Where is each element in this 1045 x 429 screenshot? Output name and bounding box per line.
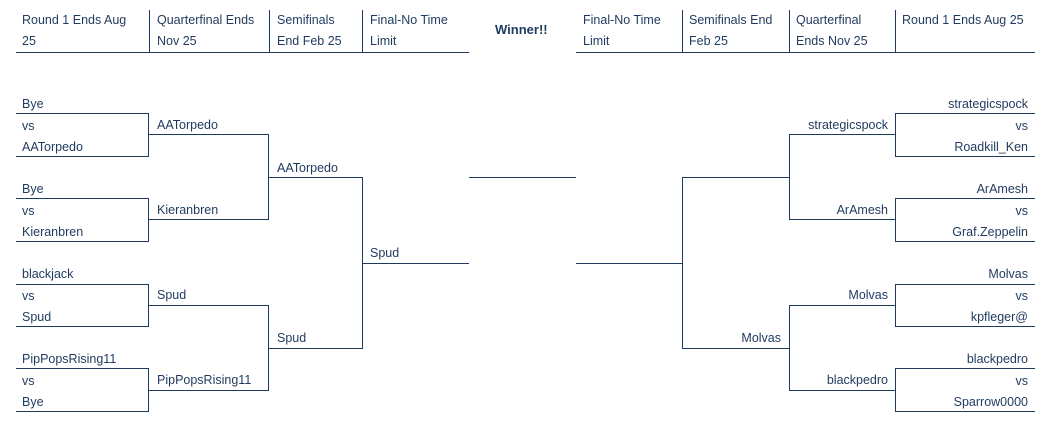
- bracket-connector: [148, 368, 149, 412]
- bracket-line: [895, 368, 1035, 369]
- left-r1-m3-top: blackjack: [22, 267, 74, 281]
- winner-line: [469, 177, 576, 178]
- bracket-connector: [148, 284, 149, 327]
- bracket-line: [789, 134, 895, 135]
- left-qf-1: AATorpedo: [157, 118, 218, 132]
- left-qf-4: PipPopsRising11: [157, 373, 252, 387]
- bracket-line: [895, 241, 1035, 242]
- left-r1-m3-bottom: Spud: [22, 310, 52, 324]
- header-left-semifinal: Semifinals End Feb 25: [277, 13, 342, 48]
- bracket-line: [789, 219, 895, 220]
- bracket-connector: [268, 134, 269, 220]
- left-sf-2: Spud: [277, 331, 307, 345]
- header-right-semifinal: Semifinals End Feb 25: [689, 13, 773, 48]
- header-right-round1: Round 1 Ends Aug 25: [902, 13, 1024, 27]
- header-separator: [895, 10, 896, 52]
- right-r1-m4-vs: vs: [1015, 374, 1029, 388]
- bracket-line: [682, 177, 789, 178]
- header-right-quarterfinal: Quarterfinal Ends Nov 25: [796, 13, 868, 48]
- bracket-line: [269, 348, 363, 349]
- left-r1-m3-vs: vs: [22, 289, 35, 303]
- bracket-line: [789, 305, 895, 306]
- left-sf-1: AATorpedo: [277, 161, 338, 175]
- left-r1-m4-bottom: Bye: [22, 395, 44, 409]
- bracket-line: [895, 284, 1035, 285]
- header-separator: [789, 10, 790, 52]
- bracket-line: [16, 113, 149, 114]
- left-final: Spud: [370, 246, 400, 260]
- bracket-line: [16, 368, 149, 369]
- header-separator: [682, 10, 683, 52]
- right-qf-1: strategicspock: [808, 118, 888, 132]
- header-separator: [269, 10, 270, 52]
- bracket-connector: [148, 198, 149, 242]
- bracket-connector: [895, 198, 896, 242]
- bracket-connector: [895, 368, 896, 412]
- left-r1-m1-top: Bye: [22, 97, 44, 111]
- bracket-line: [576, 263, 682, 264]
- bracket-line: [16, 284, 149, 285]
- header-left-quarterfinal: Quarterfinal Ends Nov 25: [157, 13, 255, 48]
- header-right-underline: [576, 52, 1035, 53]
- right-r1-m2-top: ArAmesh: [976, 182, 1028, 196]
- bracket-line: [895, 326, 1035, 327]
- bracket-line: [16, 241, 149, 242]
- left-qf-3: Spud: [157, 288, 187, 302]
- bracket-line: [895, 411, 1035, 412]
- bracket-line: [149, 390, 269, 391]
- header-separator: [149, 10, 150, 52]
- bracket-connector: [362, 177, 363, 349]
- left-r1-m2-bottom: Kieranbren: [22, 225, 84, 239]
- right-qf-3: Molvas: [848, 288, 888, 302]
- right-r1-m1-top: strategicspock: [948, 97, 1028, 111]
- bracket-connector: [682, 177, 683, 349]
- bracket-line: [895, 156, 1035, 157]
- right-r1-m1-bottom: Roadkill_Ken: [954, 140, 1028, 154]
- right-r1-m3-bottom: kpfleger@: [970, 310, 1028, 324]
- header-separator: [362, 10, 363, 52]
- bracket-line: [149, 134, 269, 135]
- right-r1-m4-top: blackpedro: [966, 352, 1028, 366]
- header-left-final: Final-No Time Limit: [370, 13, 448, 48]
- right-qf-4: blackpedro: [826, 373, 888, 387]
- bracket-connector: [895, 113, 896, 157]
- left-qf-2: Kieranbren: [157, 203, 219, 217]
- header-left-underline: [16, 52, 469, 53]
- right-qf-2: ArAmesh: [836, 203, 888, 217]
- header-right-final: Final-No Time Limit: [583, 13, 661, 48]
- left-r1-m1-bottom: AATorpedo: [22, 140, 83, 154]
- bracket-line: [149, 305, 269, 306]
- bracket-line: [269, 177, 363, 178]
- left-r1-m4-vs: vs: [22, 374, 35, 388]
- bracket-connector: [268, 305, 269, 391]
- bracket-line: [682, 348, 789, 349]
- bracket-line: [895, 113, 1035, 114]
- bracket-line: [149, 219, 269, 220]
- right-r1-m1-vs: vs: [1015, 119, 1029, 133]
- left-r1-m4-top: PipPopsRising11: [22, 352, 117, 366]
- bracket-line: [16, 326, 149, 327]
- bracket-line: [895, 198, 1035, 199]
- bracket-line: [789, 390, 895, 391]
- bracket-connector: [789, 305, 790, 391]
- bracket-line: [16, 198, 149, 199]
- right-sf-1: Molvas: [741, 331, 781, 345]
- right-r1-m2-bottom: Graf.Zeppelin: [952, 225, 1028, 239]
- bracket-line: [363, 263, 469, 264]
- left-r1-m2-vs: vs: [22, 204, 35, 218]
- header-left-round1: Round 1 Ends Aug 25: [22, 13, 127, 48]
- right-r1-m3-top: Molvas: [988, 267, 1028, 281]
- bracket-line: [16, 156, 149, 157]
- bracket-connector: [148, 113, 149, 157]
- bracket-connector: [789, 134, 790, 220]
- right-r1-m2-vs: vs: [1015, 204, 1029, 218]
- right-r1-m4-bottom: Sparrow0000: [953, 395, 1028, 409]
- left-r1-m1-vs: vs: [22, 119, 35, 133]
- left-r1-m2-top: Bye: [22, 182, 44, 196]
- bracket-connector: [895, 284, 896, 327]
- right-r1-m3-vs: vs: [1015, 289, 1029, 303]
- bracket-line: [16, 411, 149, 412]
- winner-label: Winner!!: [495, 22, 548, 37]
